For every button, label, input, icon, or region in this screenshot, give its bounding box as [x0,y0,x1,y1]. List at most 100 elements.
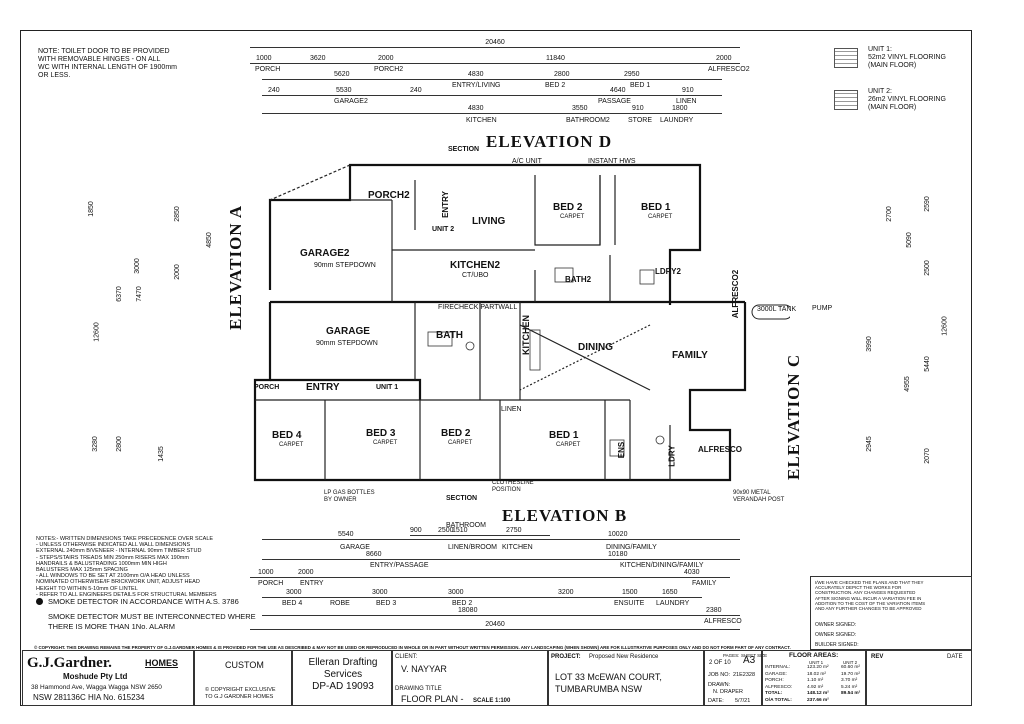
right-dim-3: 2700 [885,206,893,222]
bottom-label-alfresco: ALFRESCO [704,618,742,625]
room-garage: GARAGE [326,326,370,337]
pump-label: PUMP [812,305,833,312]
bottom-label-bed4: BED 4 [282,600,303,607]
room-porch2: PORCH2 [368,190,410,201]
drawing-scale: SCALE 1:100 [473,698,511,704]
area-cell-name: O/A TOTAL: [765,697,792,703]
elevation-d-label: ELEVATION D [486,132,613,151]
top-label-bed2: BED 2 [545,82,566,89]
pages-value: 2 OF 10 [709,660,731,666]
room-kitchen2: KITCHEN2 [450,260,501,271]
drawn-value: N. DRAPER [713,689,743,695]
room-bed3: BED 3 [366,428,396,439]
smoke-note-1: SMOKE DETECTOR IN ACCORDANCE WITH A.S. 3… [48,597,239,606]
right-dim-5: 2500 [923,260,931,276]
drawing-title: FLOOR PLAN - [401,694,464,704]
sheet-size-label: SHEET SIZE [741,653,768,658]
bed1-carpet: CARPET [556,442,581,448]
left-dim-9: 3280 [91,436,99,452]
left-dim-5: 2850 [173,206,181,222]
bed2-carpet: CARPET [448,440,473,446]
top-dim-row-4: 4830 3550 910 1800 [262,104,722,116]
rev-label: REV [871,654,884,660]
unit2-legend-label: UNIT 2: 26m2 VINYL FLOORING (MAIN FLOOR) [868,88,946,111]
elevation-b-label: ELEVATION B [502,506,628,525]
floor-areas-title: FLOOR AREAS: [789,652,839,659]
room-garage2: GARAGE2 [300,248,350,259]
area-cell-name: PORCH: [765,678,784,684]
pages-label: PAGES: [723,653,740,658]
instant-hws-label: INSTANT HWS [588,158,636,165]
bed1-top-carpet: CARPET [648,214,673,220]
project-label: PROJECT: [551,654,581,660]
custom-label: CUSTOM [225,660,264,670]
client-name: V. NAYYAR [401,664,447,674]
bottom-dim-row-2: 5540 10020 [262,530,740,542]
top-label-garage2: GARAGE2 [334,98,368,105]
area-col-unit1: UNIT 1 [809,660,824,665]
area-cell-name: INTERNAL: [765,665,791,670]
company-office: Moshude Pty Ltd [63,672,128,681]
left-dim-10: 2800 [115,436,123,452]
unit1-legend-swatch [834,48,858,68]
bottom-label-family: FAMILY [692,580,717,587]
room-entry2: ENTRY [440,191,450,218]
right-dim-2: 2590 [923,196,931,212]
bottom-dim-row-4: 1000 2000 4030 [250,568,730,580]
area-cell-u2: 89.54 m² [841,691,861,697]
area-col-unit2: UNIT 2 [843,660,858,665]
top-label-store: STORE [628,117,652,124]
approval-text: I/WE HAVE CHECKED THE PLANS AND THAT THE… [815,580,926,612]
project-address-1: LOT 33 McEWAN COURT, [555,672,662,682]
bottom-label-entry-passage: ENTRY/PASSAGE [370,562,429,569]
room-bed2-top: BED 2 [553,202,583,213]
date-value: 5/7/21 [735,698,751,704]
right-dim-7: 4955 [903,376,911,392]
right-overall-dim: 12600 [941,316,949,336]
garage-stepdown: 90mm STEPDOWN [316,340,378,347]
room-ldry: LDRY [667,445,677,467]
left-dim-11: 1435 [157,446,165,462]
rev-block: REV DATE [866,650,972,706]
company-address: 38 Hammond Ave, Wagga Wagga NSW 2650 [31,684,162,691]
right-dim-6: 3990 [865,336,873,352]
water-tank [751,304,790,320]
area-cell-u1: 237.66 m² [807,697,829,703]
copyright-strip: © COPYRIGHT. THIS DRAWING REMAINS THE PR… [34,645,791,650]
bottom-label-porch: PORCH [258,580,284,587]
clothesline-label: CLOTHESLINE POSITION [492,480,534,493]
area-cell-u1: 123.20 m² [807,665,829,670]
verandah-post-label: 90x90 METAL VERANDAH POST [733,490,785,503]
bed4-carpet: CARPET [279,442,304,448]
unit1-label: UNIT 1 [376,384,399,391]
sheet-info-block: PAGES: SHEET SIZE 2 OF 10 A3 JOB NO: 21E… [704,650,767,706]
top-label-bed1: BED 1 [630,82,651,89]
gas-bottles-label: LP GAS BOTTLES BY OWNER [324,490,375,503]
bottom-label-bed3: BED 3 [376,600,397,607]
area-cell-u1: 4.92 m² [807,684,824,690]
unit1-outer-wall [253,302,747,482]
room-living: LIVING [472,216,506,227]
toilet-note: NOTE: TOILET DOOR TO BE PROVIDED WITH RE… [38,48,177,79]
unit2-legend-swatch [834,90,858,110]
left-overall-dim: 12600 [93,322,101,342]
unit2-outer-wall [268,163,702,305]
project-address-2: TUMBARUMBA NSW [555,684,643,694]
area-row: O/A TOTAL: 237.66 m² [765,698,865,705]
drafting-services: Elleran Drafting Services DP-AD 19093 [308,657,378,692]
room-bath2: BATH2 [565,275,592,284]
section-label-top: SECTION [448,146,480,153]
right-dim-4: 5090 [905,232,913,248]
top-dim-row-3: 240 5530 240 4640 910 [262,86,722,98]
bottom-label-laundry: LAUNDRY [656,600,690,607]
custom-copyright: © COPYRIGHT EXCLUSIVE TO G.J GARDNER HOM… [205,687,276,700]
garage2-stepdown: 90mm STEPDOWN [314,262,376,269]
area-cell-u2: 5.24 m² [841,684,858,690]
left-dim-6: 4850 [205,232,213,248]
top-label-passage: PASSAGE [598,98,631,105]
bottom-label-kitchen-dining-family: KITCHEN/DINING/FAMILY [620,562,704,569]
room-family: FAMILY [672,350,708,361]
